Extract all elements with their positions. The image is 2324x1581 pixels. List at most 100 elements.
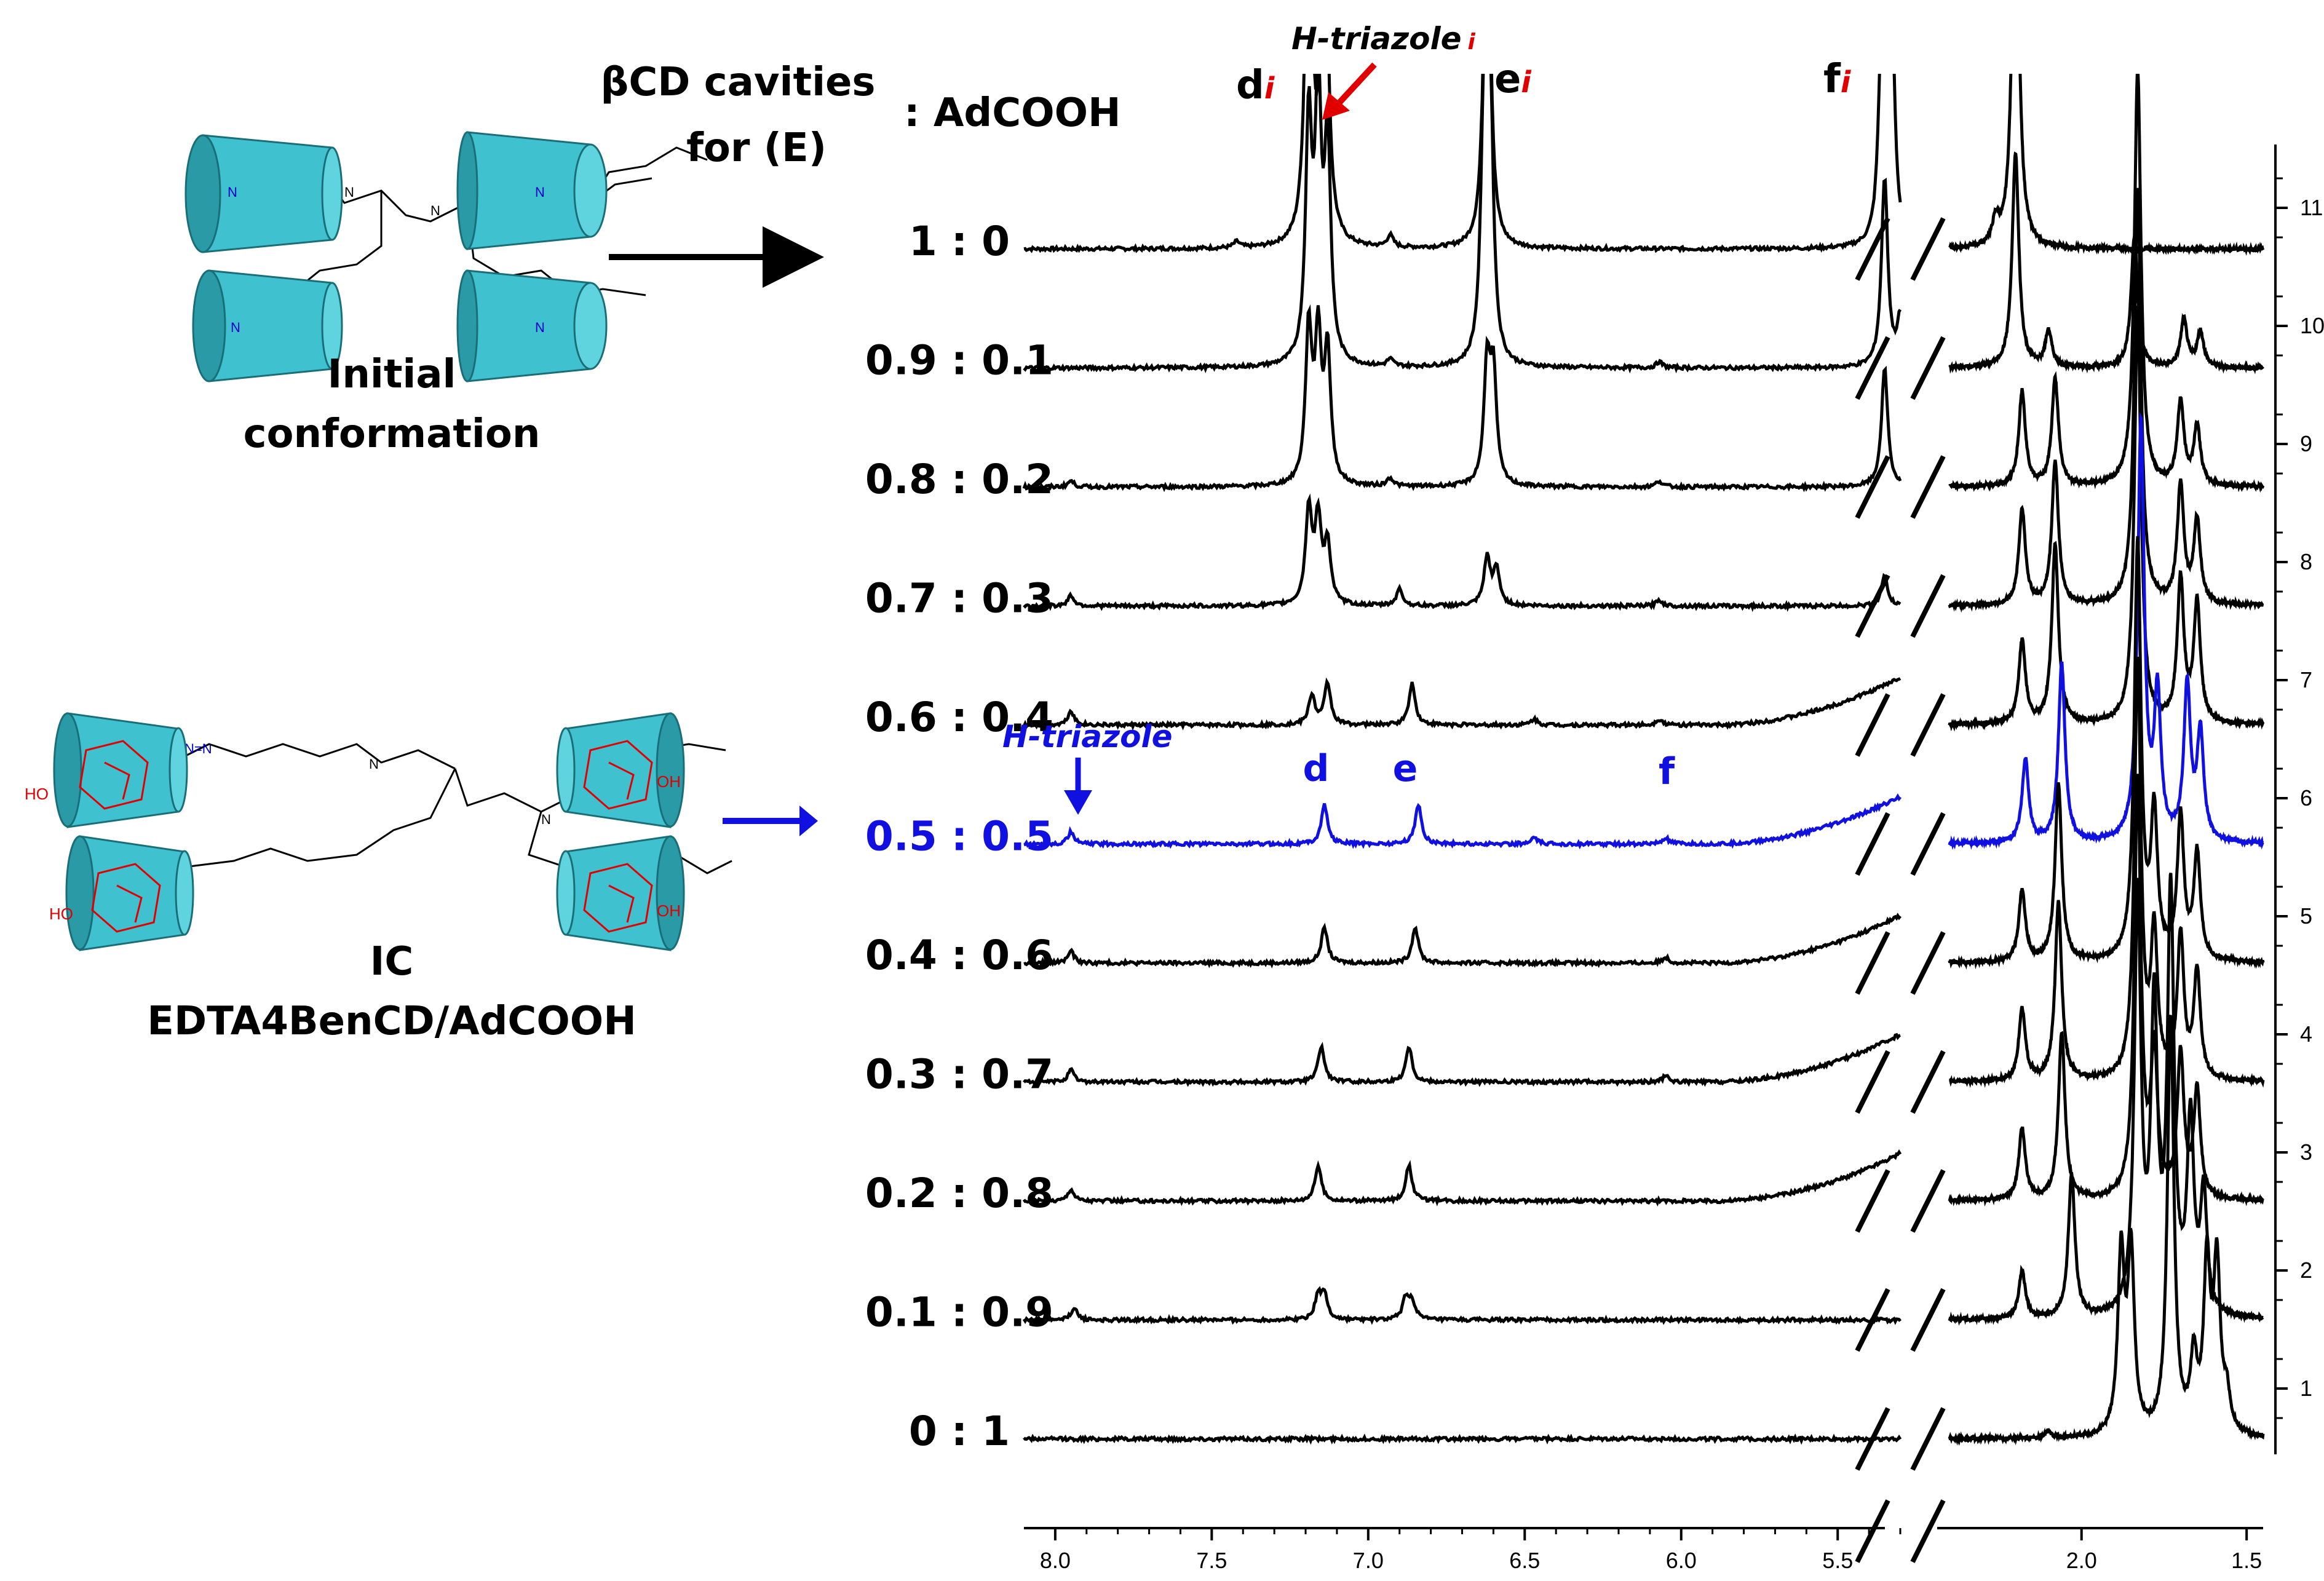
x-tick-label: 1.5 (2231, 1548, 2262, 1573)
red-arrow-head (1322, 92, 1350, 120)
x-tick-label: 8.0 (1040, 1548, 1071, 1573)
svg-text:N: N (535, 184, 545, 200)
y-tick-label: 7 (2300, 667, 2312, 692)
spectrum-line (1948, 774, 2264, 1207)
spectrum-line (1023, 1433, 1902, 1445)
spectrum-line (1948, 305, 2265, 732)
ratio-label: 0.4 : 0.6 (865, 932, 1053, 979)
spectrum-trace (1023, 1014, 2265, 1446)
svg-text:N: N (430, 203, 440, 218)
ratio-label: 0.1 : 0.9 (865, 1289, 1053, 1336)
cyclodextrin-cone: N (184, 134, 343, 253)
break-mark (1855, 812, 1890, 876)
oh-label: OH (657, 772, 681, 791)
spectrum-trace (1023, 188, 2264, 613)
x-tick-label: 2.0 (2066, 1548, 2097, 1573)
spectrum-line (1948, 188, 2264, 613)
y-tick-label: 10 (2300, 313, 2324, 338)
break-mark (1910, 693, 1946, 757)
y-tick-label: 1 (2300, 1376, 2312, 1401)
x-tick-label: 7.5 (1196, 1548, 1227, 1573)
break-mark (1855, 336, 1890, 400)
x-tick-label: 6.0 (1666, 1548, 1697, 1573)
oh-label: OH (657, 901, 681, 920)
spectrum-line (1948, 151, 2264, 374)
break-mark (1855, 1169, 1890, 1233)
spectrum-line (1023, 1032, 1901, 1087)
ratio-label: 0.3 : 0.7 (865, 1051, 1053, 1098)
break-mark (1855, 931, 1890, 995)
svg-text:N: N (344, 184, 354, 200)
ic-structure: N N N=N N=N HO OH HO (25, 712, 732, 951)
y-tick-label: 2 (2300, 1258, 2312, 1283)
break-mark (1855, 455, 1890, 519)
break-mark (1910, 574, 1946, 638)
annot-d: d (1303, 747, 1330, 790)
x-tick-label: 5.5 (1822, 1548, 1853, 1573)
spectrum-line (1948, 74, 2265, 256)
ic-cd-bottomright: OH (556, 835, 685, 951)
annot-d-i: di (1236, 63, 1275, 108)
spectrum-line (1948, 411, 2264, 850)
cyclodextrin-cone: N (456, 269, 608, 382)
cyclodextrin-cone: N (192, 269, 343, 382)
red-arrow (1335, 62, 1377, 107)
ic-cd-topright: OH (556, 712, 685, 828)
break-mark (1855, 1050, 1890, 1114)
initial-label-line2: conformation (244, 411, 541, 457)
y-tick-label: 5 (2300, 903, 2312, 929)
break-mark (1910, 1169, 1946, 1233)
y-tick-label: 11 (2300, 195, 2323, 220)
ic-arrow-head (799, 806, 818, 836)
spectrum-line (1022, 304, 1902, 493)
break-mark (1910, 1050, 1946, 1114)
initial-structure: N N N N N N N (184, 131, 708, 382)
break-mark (1910, 1499, 1946, 1563)
break-mark (1910, 931, 1946, 995)
spectrum-line (1948, 74, 2265, 493)
y-tick-label: 9 (2300, 431, 2312, 456)
annot-e-i: ei (1494, 57, 1531, 102)
svg-text:N: N (535, 320, 545, 335)
svg-text:N: N (541, 812, 551, 827)
break-mark (1855, 1407, 1890, 1471)
ratio-label: 0.5 : 0.5 (865, 813, 1053, 860)
y-tick-label: 4 (2300, 1021, 2312, 1047)
ratio-label: 1 : 0 (909, 218, 1010, 265)
annot-h-triazole-mid: H-triazole (1002, 719, 1173, 755)
ratio-label: 0.7 : 0.3 (865, 575, 1053, 622)
break-mark (1910, 336, 1946, 400)
axis-breaks (1855, 217, 1946, 1563)
break-mark (1855, 217, 1890, 281)
spectrum-line (1023, 74, 1902, 374)
ratio-label: 0.9 : 0.1 (865, 337, 1053, 384)
spectrum-line (1022, 1286, 1902, 1326)
ratio-label: 0 : 1 (909, 1408, 1010, 1455)
break-mark (1910, 217, 1946, 281)
spectrum-trace (1023, 536, 2265, 970)
ratio-labels: 1 : 00.9 : 0.10.8 : 0.20.7 : 0.30.6 : 0.… (865, 218, 1053, 1455)
ic-cd-topleft: HO (25, 712, 188, 828)
spectrum-line (1023, 913, 1902, 969)
spectrum-trace (1022, 873, 2264, 1326)
break-mark (1910, 455, 1946, 519)
break-mark (1910, 812, 1946, 876)
spectrum-line (1022, 677, 1902, 731)
header-line3: : AdCOOH (904, 90, 1121, 136)
spectrum-trace (1023, 74, 2265, 256)
ratio-label: 0.8 : 0.2 (865, 456, 1053, 503)
spectrum-trace (1023, 74, 2264, 374)
annot-f-i: fi (1823, 57, 1851, 102)
ic-cd-bottomleft: HO (49, 835, 194, 951)
annot-f: f (1659, 750, 1675, 793)
header-line1: βCD cavities (601, 60, 876, 105)
y-tick-label: 3 (2300, 1139, 2312, 1165)
ic-label-line2: EDTA4BenCD/AdCOOH (147, 999, 637, 1044)
ho-label: HO (25, 785, 49, 803)
y-tick-label: 6 (2300, 785, 2312, 810)
annot-e: e (1393, 747, 1418, 790)
spectrum-line (1022, 1149, 1902, 1207)
